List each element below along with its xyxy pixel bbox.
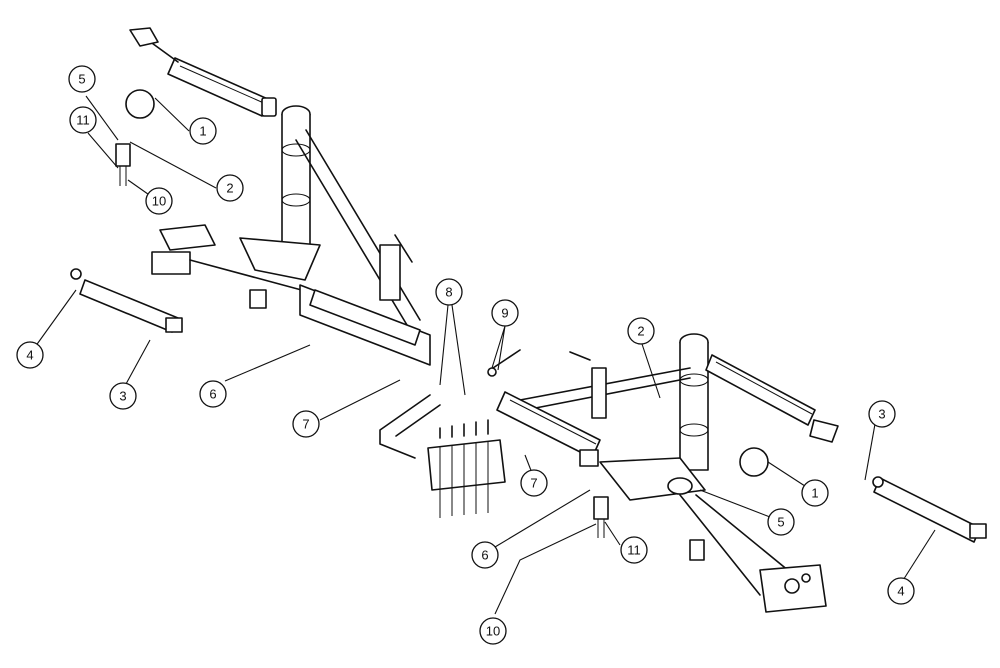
right-valve bbox=[593, 496, 609, 520]
svg-text:10: 10 bbox=[152, 194, 166, 209]
control-valve-bank bbox=[379, 349, 521, 518]
svg-text:5: 5 bbox=[78, 72, 85, 87]
svg-text:4: 4 bbox=[897, 584, 904, 599]
svg-text:7: 7 bbox=[530, 476, 537, 491]
callout-5-right: 5 bbox=[767, 508, 795, 536]
callout-1-left: 1 bbox=[189, 117, 217, 145]
callout-2-left: 2 bbox=[216, 174, 244, 202]
callout-7-right: 7 bbox=[520, 469, 548, 497]
left-pivot bbox=[239, 237, 321, 281]
left-mast bbox=[281, 105, 311, 251]
callout-11-left: 11 bbox=[69, 106, 97, 134]
svg-text:11: 11 bbox=[76, 113, 90, 128]
callout-7-left: 7 bbox=[292, 410, 320, 438]
svg-text:8: 8 bbox=[445, 285, 452, 300]
svg-text:2: 2 bbox=[637, 324, 644, 339]
svg-text:9: 9 bbox=[501, 306, 508, 321]
callout-1-right: 1 bbox=[801, 479, 829, 507]
svg-text:1: 1 bbox=[199, 124, 206, 139]
svg-text:3: 3 bbox=[878, 407, 885, 422]
right-post bbox=[591, 367, 607, 419]
svg-text:6: 6 bbox=[481, 548, 488, 563]
right-mast bbox=[679, 333, 709, 471]
leader-lines bbox=[34, 95, 936, 615]
svg-text:2: 2 bbox=[226, 181, 233, 196]
callout-4-right: 4 bbox=[887, 577, 915, 605]
callout-6-right: 6 bbox=[471, 541, 499, 569]
callout-6-left: 6 bbox=[199, 380, 227, 408]
callout-9: 9 bbox=[491, 299, 519, 327]
callout-11-right: 11 bbox=[620, 536, 648, 564]
left-assembly bbox=[70, 27, 431, 366]
left-lower-cylinder bbox=[70, 268, 183, 333]
callout-4-left: 4 bbox=[16, 341, 44, 369]
callout-5-left: 5 bbox=[68, 65, 96, 93]
svg-text:5: 5 bbox=[777, 515, 784, 530]
svg-text:11: 11 bbox=[627, 543, 641, 558]
callout-3-right: 3 bbox=[868, 400, 896, 428]
svg-text:3: 3 bbox=[119, 389, 126, 404]
svg-text:4: 4 bbox=[26, 348, 33, 363]
right-top-cylinder bbox=[705, 354, 839, 443]
svg-text:7: 7 bbox=[302, 417, 309, 432]
right-left-cylinder bbox=[496, 391, 601, 467]
svg-text:10: 10 bbox=[486, 624, 500, 639]
callout-10-left: 10 bbox=[145, 187, 173, 215]
hose-line bbox=[379, 394, 431, 459]
right-arm bbox=[679, 494, 801, 596]
left-top-cylinder bbox=[129, 27, 277, 117]
svg-text:1: 1 bbox=[811, 486, 818, 501]
svg-text:6: 6 bbox=[209, 387, 216, 402]
left-accumulator bbox=[125, 89, 155, 119]
callout-8: 8 bbox=[435, 278, 463, 306]
callout-2-right: 2 bbox=[627, 317, 655, 345]
right-lower-cylinder bbox=[872, 476, 987, 543]
right-assembly bbox=[496, 333, 987, 613]
right-accumulator bbox=[739, 447, 769, 477]
left-post bbox=[379, 244, 401, 301]
left-valve bbox=[115, 143, 131, 167]
callout-10-right: 10 bbox=[479, 617, 507, 645]
callout-3-left: 3 bbox=[109, 382, 137, 410]
